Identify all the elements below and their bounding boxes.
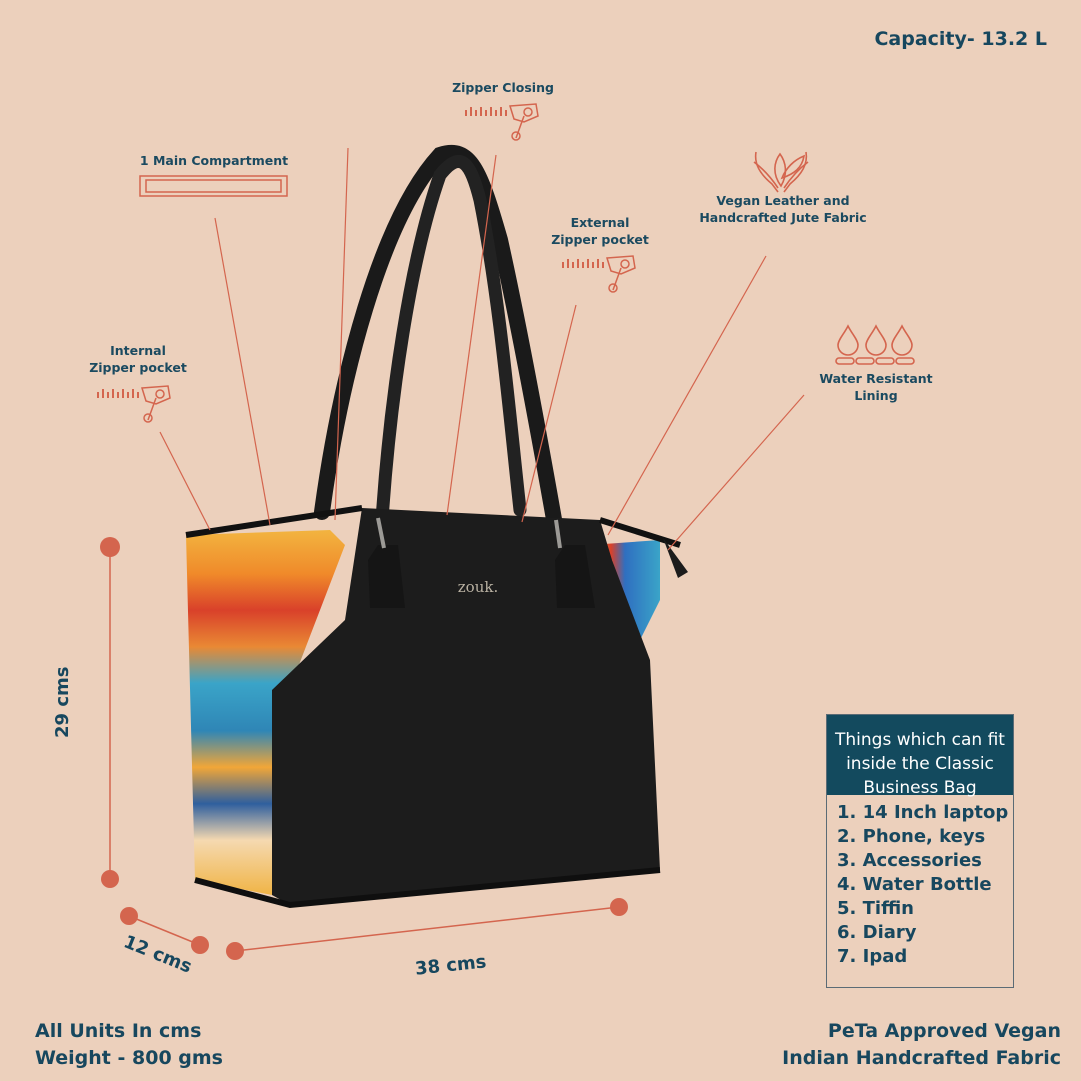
water-drops-icon bbox=[835, 324, 915, 365]
right-fabric-panel bbox=[590, 540, 660, 640]
feature-internal-zipper: Internal Zipper pocket bbox=[82, 342, 194, 376]
fit-items-panel: Things which can fit inside the Classic … bbox=[826, 714, 1014, 988]
hands-leaf-icon bbox=[753, 151, 809, 193]
feature-main-compartment: 1 Main Compartment bbox=[139, 153, 289, 168]
list-item: 1. 14 Inch laptop bbox=[837, 802, 1009, 823]
zipper-icon bbox=[562, 255, 636, 293]
leader-lines bbox=[159, 147, 805, 551]
bag-straps bbox=[314, 144, 563, 533]
feature-vegan-leather: Vegan Leather and Handcrafted Jute Fabri… bbox=[692, 192, 874, 226]
dimension-width bbox=[226, 898, 628, 960]
footer-left: All Units In cms Weight - 800 gms bbox=[35, 1018, 223, 1072]
footer-right: PeTa Approved Vegan Indian Handcrafted F… bbox=[782, 1018, 1061, 1072]
left-fabric-panel bbox=[186, 530, 345, 895]
fit-title-line3: Business Bag bbox=[863, 778, 977, 798]
dimension-depth bbox=[120, 907, 209, 954]
list-item: 3. Accessories bbox=[837, 850, 982, 871]
height-label: 29 cms bbox=[52, 666, 73, 738]
zipper-icon bbox=[465, 103, 539, 141]
feature-water-resistant: Water Resistant Lining bbox=[819, 371, 933, 403]
feature-external-zipper: External Zipper pocket bbox=[544, 214, 656, 248]
brand-logo: zouk. bbox=[458, 578, 498, 596]
feature-zipper-closing: Zipper Closing bbox=[452, 80, 554, 95]
fit-title-line1: Things which can fit bbox=[835, 730, 1005, 750]
dimension-height bbox=[100, 537, 120, 888]
handle-tab-left bbox=[368, 545, 405, 608]
handle-tab-right bbox=[555, 545, 595, 608]
peta-note: PeTa Approved Vegan bbox=[827, 1020, 1061, 1042]
capacity-label: Capacity- 13.2 L bbox=[874, 28, 1047, 50]
fit-items-title: Things which can fit inside the Classic … bbox=[827, 715, 1013, 798]
weight-note: Weight - 800 gms bbox=[35, 1047, 223, 1069]
fabric-note: Indian Handcrafted Fabric bbox=[782, 1047, 1061, 1069]
units-note: All Units In cms bbox=[35, 1020, 202, 1042]
compartment-icon bbox=[139, 175, 288, 197]
list-item: 4. Water Bottle bbox=[837, 874, 992, 895]
fit-title-line2: inside the Classic bbox=[846, 754, 994, 774]
zipper-icon bbox=[97, 385, 171, 423]
list-item: 5. Tiffin bbox=[837, 898, 914, 919]
list-item: 6. Diary bbox=[837, 922, 917, 943]
feature-vegan-leather-line1: Vegan Leather and bbox=[716, 193, 850, 208]
feature-external-zipper-line1: External bbox=[570, 215, 630, 230]
feature-external-zipper-line2: Zipper pocket bbox=[551, 232, 649, 247]
feature-internal-zipper-line1: Internal bbox=[110, 343, 166, 358]
feature-vegan-leather-line2: Handcrafted Jute Fabric bbox=[699, 210, 867, 225]
fit-items-list: 1. 14 Inch laptop 2. Phone, keys 3. Acce… bbox=[827, 795, 1013, 969]
list-item: 2. Phone, keys bbox=[837, 826, 986, 847]
feature-internal-zipper-line2: Zipper pocket bbox=[89, 360, 187, 375]
list-item: 7. Ipad bbox=[837, 946, 908, 967]
